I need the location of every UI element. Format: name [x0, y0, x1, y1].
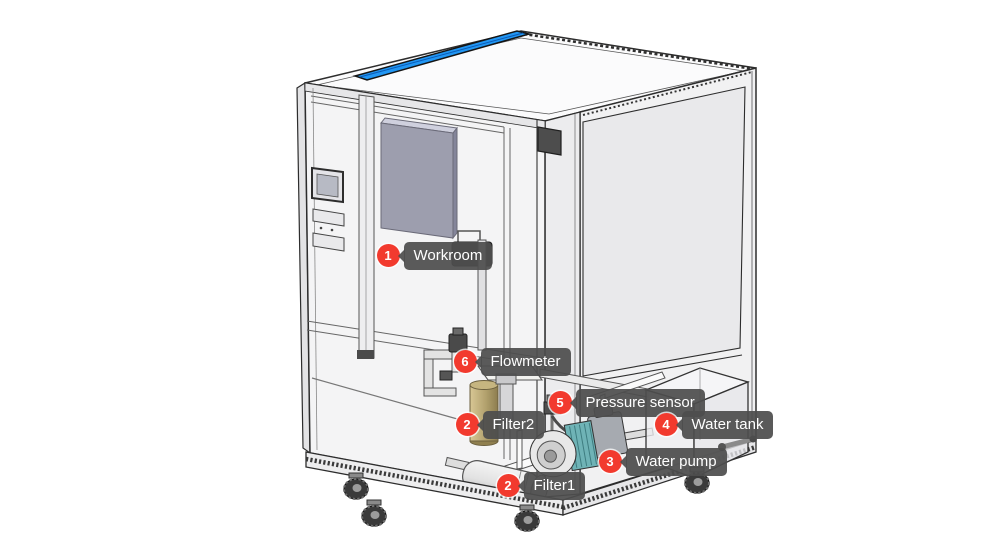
callout-number-badge: 2 [455, 413, 479, 436]
blue-top-strip [352, 30, 532, 81]
caster-wheel [343, 472, 369, 500]
callout-label: Water tank [681, 410, 774, 439]
callout-label: Water pump [625, 447, 727, 476]
control-panel [311, 166, 345, 252]
flowmeter-device [448, 327, 468, 353]
top-edge-seal-strip [523, 32, 754, 71]
control-keypad-upper [312, 208, 345, 227]
callout-label: Filter2 [482, 410, 545, 439]
tank-drain-fitting [719, 436, 756, 450]
callout-water-tank: 4 Water tank [654, 410, 774, 439]
control-keypad-lower [312, 232, 345, 252]
water-pump-assembly [529, 404, 654, 478]
callout-label: Flowmeter [480, 347, 571, 376]
door-handle [537, 126, 562, 156]
callout-number-badge: 1 [376, 244, 400, 267]
callout-number-badge: 2 [496, 474, 520, 497]
callout-workroom: 1 Workroom [376, 241, 493, 270]
callout-water-pump: 3 Water pump [598, 447, 727, 476]
callout-filter2: 2 Filter2 [455, 410, 545, 439]
workroom-panel [380, 117, 458, 240]
callout-label: Filter1 [523, 471, 586, 500]
interior-rail [357, 94, 375, 359]
caster-wheel [514, 504, 540, 532]
callout-number-badge: 6 [453, 350, 477, 373]
callout-number-badge: 4 [654, 413, 678, 436]
callout-number-badge: 5 [548, 391, 572, 414]
caster-wheel [361, 499, 387, 527]
callout-flowmeter: 6 Flowmeter [453, 347, 571, 376]
callout-number-badge: 3 [598, 450, 622, 473]
callout-filter1: 2 Filter1 [496, 471, 586, 500]
callout-label: Workroom [403, 241, 493, 270]
